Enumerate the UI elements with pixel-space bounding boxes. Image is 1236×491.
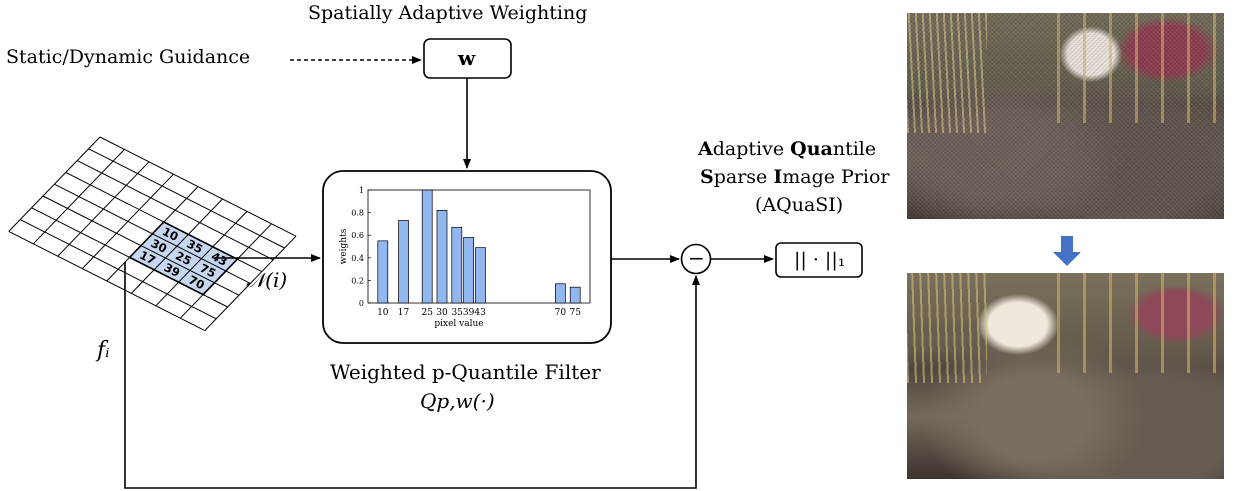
patch-cell xyxy=(154,258,190,283)
x-tick-label: 70 xyxy=(555,308,567,318)
prior2-part-1: parse xyxy=(713,166,774,188)
prior1-part-3: ntile xyxy=(832,138,877,160)
histogram-bar xyxy=(475,247,486,304)
minus-sign: − xyxy=(688,246,705,270)
histogram-bar xyxy=(463,237,474,304)
noise-overlay xyxy=(907,13,1224,219)
patch-cell xyxy=(190,258,226,283)
filter-title: Weighted p-Quantile Filter xyxy=(330,362,601,382)
x-tick-label: 353943 xyxy=(451,308,486,318)
y-tick-label: 0.8 xyxy=(351,209,364,218)
norm-box xyxy=(775,242,863,278)
patch-value: 43 xyxy=(209,249,230,269)
histogram-bar xyxy=(398,220,409,304)
prior1-part-2: Qua xyxy=(790,138,833,160)
noisy-input-photo xyxy=(907,13,1224,219)
prior1-part-1: daptive xyxy=(712,138,791,160)
y-axis-label: weights xyxy=(339,228,349,264)
pixel-f-i-label: fᵢ xyxy=(97,338,110,363)
patch-value: 39 xyxy=(162,260,183,280)
histogram-bar xyxy=(421,189,433,304)
spatial-weighting-label: Spatially Adaptive Weighting xyxy=(308,2,588,24)
filter-title-text: Weighted p-Quantile Filter xyxy=(330,360,601,384)
patch-cell xyxy=(201,246,238,271)
patch-cell xyxy=(129,245,166,270)
prior1-part-0: A xyxy=(698,138,713,160)
patch-outline xyxy=(128,221,239,296)
x-axis-label: pixel value xyxy=(434,319,483,329)
w-symbol: w xyxy=(458,46,476,70)
histogram-bar xyxy=(569,286,581,304)
guidance-label: Static/Dynamic Guidance xyxy=(6,46,251,68)
prior-acronym: (AQuaSI) xyxy=(755,194,844,216)
patch-value: 70 xyxy=(186,273,207,293)
patch-cell xyxy=(178,270,215,295)
x-tick-label: 10 xyxy=(377,308,389,318)
grid-line xyxy=(155,211,248,307)
grid-line xyxy=(32,149,125,245)
patch-value: 17 xyxy=(137,248,158,268)
histogram-bar xyxy=(451,226,463,304)
histogram-bar xyxy=(555,283,566,304)
prior-line-2: Sparse Image Prior xyxy=(700,168,890,187)
y-tick-label: 1 xyxy=(359,186,364,195)
patch-value: 10 xyxy=(160,224,181,244)
patch-cell xyxy=(141,233,177,258)
norm-label: || · ||₁ xyxy=(794,249,846,271)
histogram-bar xyxy=(436,209,448,304)
filter-symbol: Qp,w(·) xyxy=(420,389,495,413)
patch-cell xyxy=(165,246,202,271)
patch-value: 25 xyxy=(173,248,194,268)
prior2-part-2: I xyxy=(773,166,783,188)
grid-line xyxy=(8,136,101,232)
restored-output-photo xyxy=(907,273,1224,479)
y-tick-label: 0.4 xyxy=(351,254,364,263)
patch-cell xyxy=(152,222,189,247)
patch-value: 35 xyxy=(185,237,206,257)
y-tick-label: 0 xyxy=(359,299,364,308)
y-tick-label: 0.2 xyxy=(351,276,364,285)
patch-value: 30 xyxy=(149,236,170,256)
prior2-part-0: S xyxy=(700,166,714,188)
x-tick-label: 30 xyxy=(436,308,448,318)
grid-line xyxy=(204,235,297,331)
x-tick-label: 75 xyxy=(569,308,581,318)
grid-line xyxy=(81,173,174,269)
y-tick-label: 0.6 xyxy=(351,231,364,240)
histogram-bar xyxy=(377,240,389,304)
blue-down-arrow xyxy=(1053,236,1081,266)
prior-line-1: Adaptive Quantile xyxy=(698,140,876,159)
grid-line xyxy=(130,198,223,294)
grid-line xyxy=(57,161,150,257)
x-tick-label: 25 xyxy=(421,308,433,318)
feedback-path xyxy=(124,262,700,489)
patch-cell xyxy=(176,234,213,259)
x-tick-label: 17 xyxy=(398,308,410,318)
neighborhood-label: 𝒩(i) xyxy=(246,268,288,292)
patch-value: 75 xyxy=(198,261,219,281)
subtraction-node xyxy=(680,243,712,275)
prior2-part-3: mage Prior xyxy=(782,166,890,188)
